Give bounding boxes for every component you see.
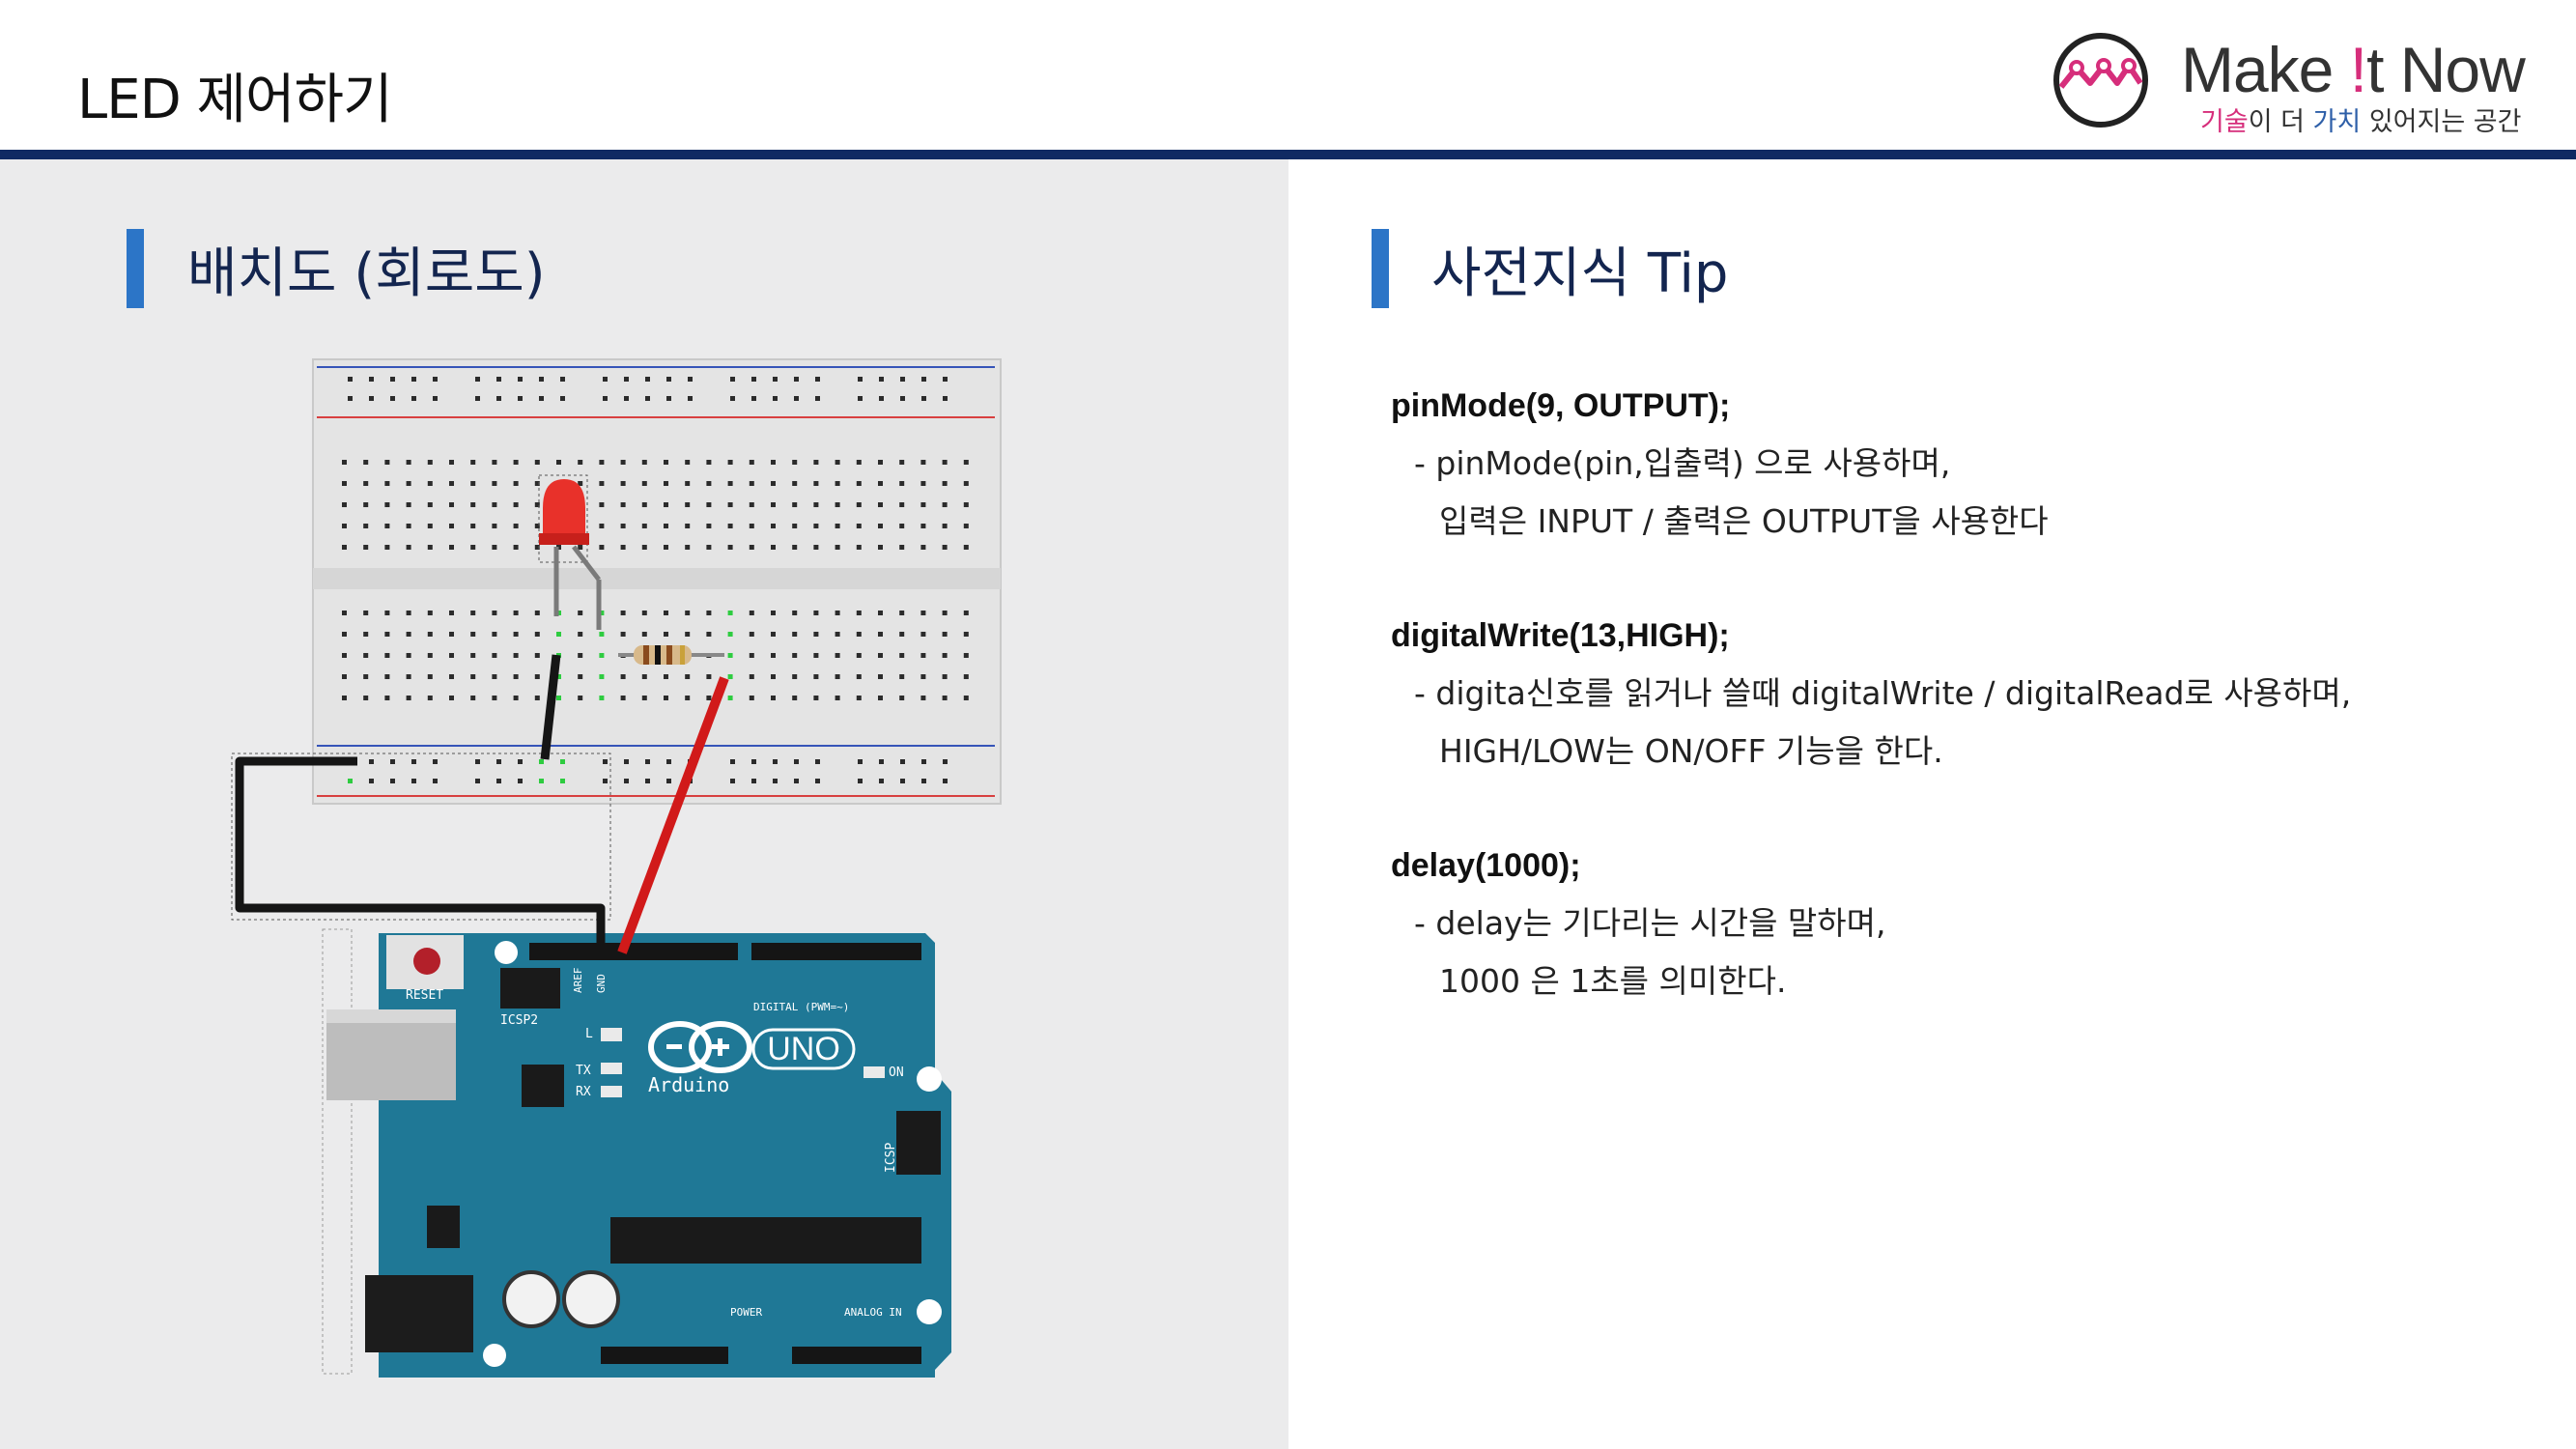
header: LED 제어하기 Make !t Now 기술이 더 가치 있어지는 공간: [0, 0, 2576, 150]
tagline-blue: 가치: [2312, 107, 2362, 137]
tip-line: - delay는 기다리는 시간을 말하며,: [1414, 904, 1886, 942]
section-accent-bar-left: [127, 229, 144, 308]
logo-name-part1: Make: [2181, 34, 2350, 105]
power-label: POWER: [730, 1306, 762, 1319]
arduino-board: UNO Arduino RESET ICSP2 L TX RX ON DIGIT…: [322, 928, 951, 1378]
breadboard: [312, 358, 1002, 805]
resistor: [618, 645, 724, 665]
gnd-label: GND: [595, 974, 608, 993]
tagline-pink: 기술: [2200, 107, 2249, 137]
uno-label: UNO: [767, 1031, 840, 1067]
reset-label: RESET: [406, 988, 443, 1003]
tip-heading: digitalWrite(13,HIGH);: [1391, 617, 1730, 654]
tip-line: - digita신호를 읽거나 쓸때 digitalWrite / digita…: [1414, 674, 2352, 712]
logo-tagline: 기술이 더 가치 있어지는 공간: [2200, 100, 2521, 138]
tips-list: pinMode(9, OUTPUT); - pinMode(pin,입출력) 으…: [1391, 377, 2531, 1066]
tip-line: - pinMode(pin,입출력) 으로 사용하며,: [1414, 444, 1951, 482]
logo-name-bang: !: [2349, 34, 2367, 105]
tip-item: pinMode(9, OUTPUT); - pinMode(pin,입출력) 으…: [1391, 377, 2531, 551]
brand-label: Arduino: [648, 1073, 729, 1096]
tip-item: digitalWrite(13,HIGH); - digita신호를 읽거나 쓸…: [1391, 607, 2531, 781]
led: [538, 474, 602, 630]
tip-line: 입력은 INPUT / 출력은 OUTPUT을 사용한다: [1439, 502, 2049, 540]
tip-line: 1000 은 1초를 의미한다.: [1439, 962, 1787, 1000]
icsp-label: ICSP: [884, 1143, 898, 1173]
circuit-diagram: UNO Arduino RESET ICSP2 L TX RX ON DIGIT…: [231, 358, 1002, 1378]
section-accent-bar-right: [1372, 229, 1389, 308]
breadboard-holes: [342, 377, 969, 783]
right-panel: [1288, 159, 2576, 1449]
tx-label: TX: [576, 1064, 591, 1078]
logo-mark-icon: [2053, 33, 2148, 128]
l-label: L: [585, 1027, 593, 1041]
page-title: LED 제어하기: [77, 69, 393, 131]
icsp2-label: ICSP2: [500, 1013, 538, 1028]
wire-red-pin: [617, 676, 729, 954]
aref-label: AREF: [572, 968, 584, 994]
header-rule: [0, 150, 2576, 159]
section-title-tip: 사전지식 Tip: [1431, 242, 1729, 305]
rx-label: RX: [576, 1085, 591, 1099]
tagline-mid1: 이 더: [2248, 107, 2313, 137]
logo-name-part2: t Now: [2366, 34, 2526, 105]
logo: Make !t Now 기술이 더 가치 있어지는 공간: [2048, 27, 2569, 137]
logo-name: Make !t Now: [2181, 33, 2526, 106]
tip-line: HIGH/LOW는 ON/OFF 기능을 한다.: [1439, 732, 1943, 770]
analog-label: ANALOG IN: [844, 1306, 902, 1319]
on-label: ON: [889, 1065, 904, 1080]
wire-black-gnd: [231, 654, 611, 951]
digital-label: DIGITAL (PWM=~): [753, 1001, 849, 1013]
tip-item: delay(1000); - delay는 기다리는 시간을 말하며, 1000…: [1391, 837, 2531, 1010]
section-title-layout: 배치도 (회로도): [187, 242, 546, 305]
tagline-mid2: 있어지는 공간: [2361, 107, 2522, 137]
tip-heading: pinMode(9, OUTPUT);: [1391, 387, 1731, 424]
tip-heading: delay(1000);: [1391, 847, 1581, 884]
